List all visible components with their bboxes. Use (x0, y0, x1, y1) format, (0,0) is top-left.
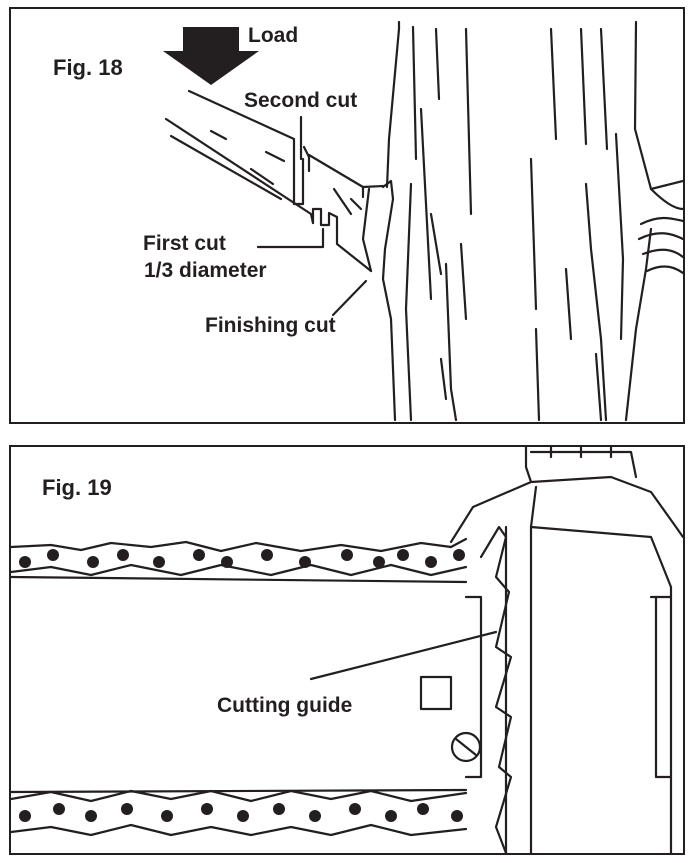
chain-link-dot (153, 556, 165, 568)
guide-bar-top-edge (11, 575, 468, 584)
load-arrow-icon (163, 27, 259, 85)
chain-link-dot (193, 549, 205, 561)
cutting-guide-leader (309, 630, 498, 681)
finishing-cut-leader (331, 279, 368, 317)
guide-bar-bottom-edge (11, 788, 468, 794)
chain-link-dot (19, 810, 31, 822)
chain-link-dot (349, 803, 361, 815)
chain-link-dot (341, 549, 353, 561)
figure-18-panel: Fig. 18 Load Second cut First cut 1/3 di… (9, 7, 685, 424)
second-cut-label: Second cut (244, 89, 358, 112)
cutting-guide-label: Cutting guide (217, 694, 353, 717)
finishing-cut-label: Finishing cut (205, 314, 336, 337)
load-label: Load (248, 24, 299, 47)
chain-link-dot (299, 556, 311, 568)
chain-link-dot (19, 556, 31, 568)
chain-link-dot (237, 810, 249, 822)
tree-limb-cutting-drawing (163, 20, 683, 422)
first-cut-label: First cut (143, 232, 226, 255)
trunk-left-edge (381, 20, 401, 422)
figure-18-title: Fig. 18 (53, 55, 123, 80)
branch-lower-edge (164, 117, 315, 225)
chain-link-dot (53, 803, 65, 815)
chain-link-dot (373, 556, 385, 568)
chain-link-dot (451, 810, 463, 822)
motor-housing (449, 475, 683, 544)
chain-link-dot (309, 810, 321, 822)
branch-upper-edge (187, 89, 296, 171)
first-cut-diameter-label: 1/3 diameter (144, 259, 267, 282)
chain-link-dot (117, 549, 129, 561)
chain-link-dot (425, 556, 437, 568)
chain-link-dot (47, 549, 59, 561)
chain-link-dot (261, 549, 273, 561)
chain-link-dot (221, 556, 233, 568)
chain-top (11, 537, 468, 553)
chain-link-dot (201, 803, 213, 815)
first-cut-leader (256, 227, 325, 249)
chain-link-dot (453, 549, 465, 561)
figure-19-title: Fig. 19 (42, 475, 112, 500)
chain-link-dot (273, 803, 285, 815)
chain-link-dot (385, 810, 397, 822)
cutting-guide-spikes (479, 525, 513, 853)
trunk-right-edge (633, 20, 683, 191)
chain-link-dot (161, 810, 173, 822)
chain-link-dot (417, 803, 429, 815)
figure-19-panel: Fig. 19 Cutting guide (9, 445, 685, 855)
chain-link-dot (85, 810, 97, 822)
branch-upper-right (307, 153, 385, 189)
chain-link-dot (87, 556, 99, 568)
chain-link-dot (397, 549, 409, 561)
chainsaw-cutting-guide-drawing (11, 447, 683, 853)
chain-link-dot (121, 803, 133, 815)
bar-screw-icon (450, 731, 482, 763)
second-cut-slit (292, 157, 305, 206)
chain-bottom (11, 789, 468, 803)
first-cut-notch (311, 207, 373, 273)
